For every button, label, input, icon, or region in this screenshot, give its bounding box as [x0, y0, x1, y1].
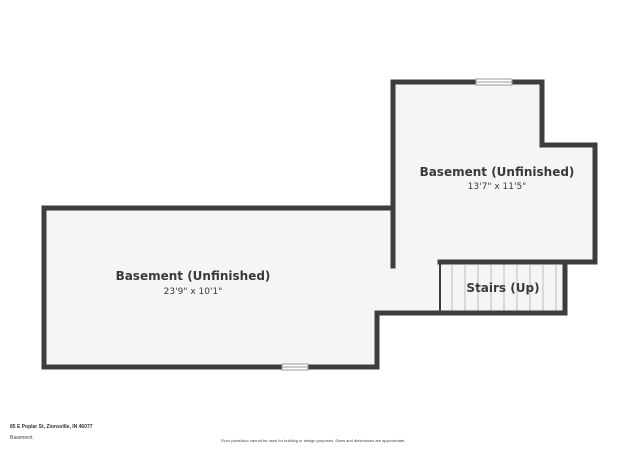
window-top: [475, 78, 513, 86]
floor-level-label: Basement: [10, 435, 33, 441]
room-dimensions-basement-main: 23'9" x 10'1": [164, 287, 223, 297]
wall-upper-outline: [390, 79, 598, 269]
wall-main-outline: [41, 205, 568, 370]
floor-area: [44, 82, 595, 367]
room-name-basement-main: Basement (Unfinished): [116, 269, 271, 283]
window-bottom: [281, 363, 309, 371]
disclaimer-text: Floor plans/tour cannot be used for buil…: [221, 438, 406, 443]
room-dimensions-basement-upper: 13'7" x 11'5": [468, 182, 527, 192]
room-name-stairs: Stairs (Up): [466, 281, 539, 295]
property-address: 85 E Poplar St, Zionsville, IN 46077: [10, 424, 93, 430]
room-name-basement-upper: Basement (Unfinished): [420, 165, 575, 179]
stairs-treads: [451, 265, 557, 311]
walls: [41, 79, 598, 370]
